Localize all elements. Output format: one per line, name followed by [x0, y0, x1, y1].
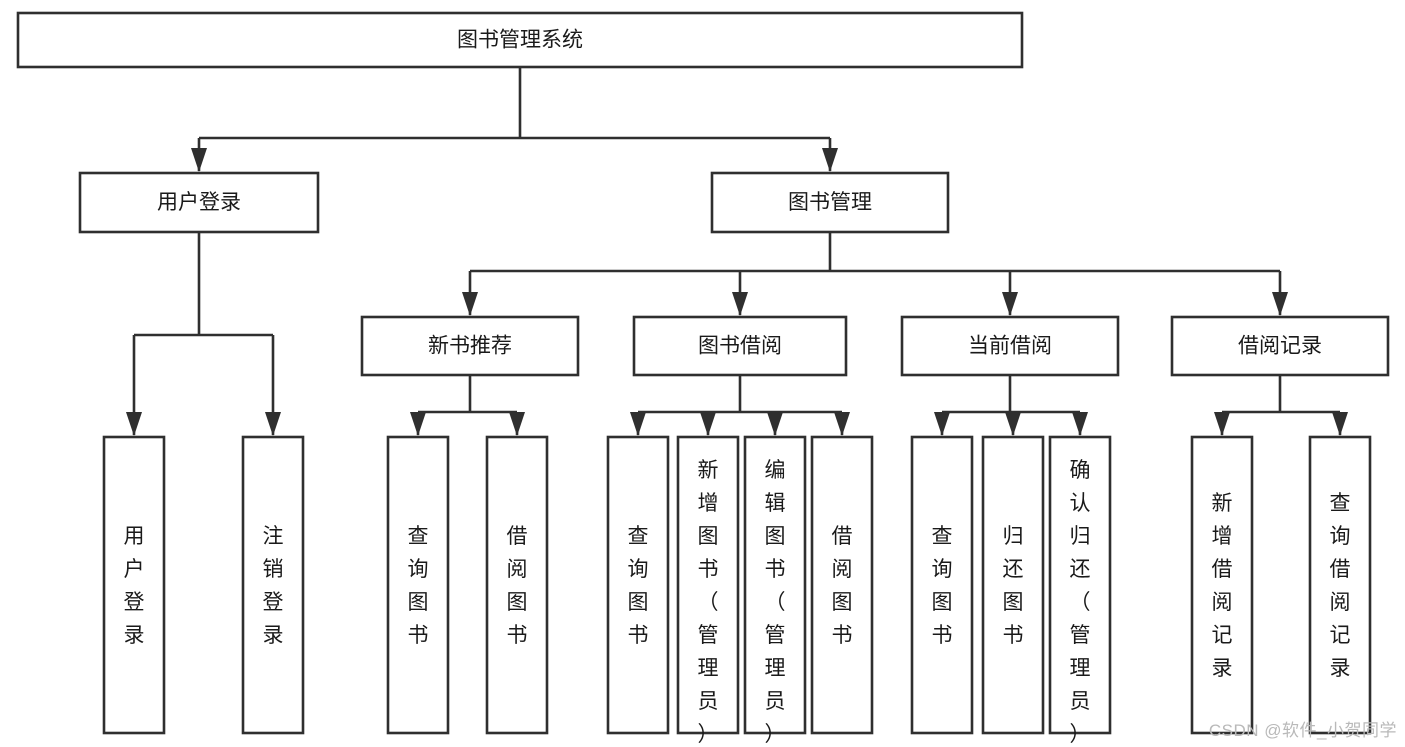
node-leaf-confirm-return[interactable]: 确认归还（管理员）	[1048, 435, 1112, 746]
node-leaf-add-borrow-record[interactable]: 新增借阅记录	[1190, 435, 1254, 735]
node-box-leaf-user-logout	[241, 435, 305, 735]
node-label-new-book-recommend: 新书推荐	[428, 335, 512, 358]
node-label-leaf-edit-book: 编辑图书（管理员）	[765, 459, 786, 746]
node-root[interactable]: 图书管理系统	[16, 11, 1024, 69]
node-label-leaf-query-borrow-record: 查询借阅记录	[1330, 492, 1351, 680]
node-box-user-login	[78, 171, 320, 234]
node-box-leaf-borrow-book-1	[485, 435, 549, 735]
node-box-leaf-query-book-1	[386, 435, 450, 735]
node-box-root	[16, 11, 1024, 69]
node-box-book-manage	[710, 171, 950, 234]
node-box-leaf-query-book-3	[910, 435, 974, 735]
node-box-leaf-query-book-2	[606, 435, 670, 735]
watermark-text: CSDN @软件_小贺同学	[1208, 721, 1397, 740]
arrowhead-icon-leaf-user-logout	[265, 412, 281, 436]
node-label-leaf-query-book-2: 查询图书	[628, 525, 649, 647]
node-box-leaf-return-book	[981, 435, 1045, 735]
node-box-new-book-recommend	[360, 315, 580, 377]
arrowhead-icon-new-book-recommend	[462, 292, 478, 316]
node-label-leaf-add-book: 新增图书（管理员）	[698, 459, 719, 746]
node-box-borrow-record	[1170, 315, 1390, 377]
node-book-manage[interactable]: 图书管理	[710, 171, 950, 234]
node-label-leaf-user-logout: 注销登录	[263, 525, 284, 647]
arrowhead-icon-user-login	[191, 148, 207, 172]
node-user-login[interactable]: 用户登录	[78, 171, 320, 234]
node-borrow-record[interactable]: 借阅记录	[1170, 315, 1390, 377]
arrowhead-icon-leaf-confirm-return	[1072, 412, 1088, 436]
node-label-leaf-user-login: 用户登录	[124, 525, 145, 647]
arrowhead-icon-leaf-user-login	[126, 412, 142, 436]
node-label-current-borrow: 当前借阅	[968, 335, 1052, 358]
node-label-leaf-return-book: 归还图书	[1003, 525, 1024, 647]
arrowhead-icon-book-borrow	[732, 292, 748, 316]
arrowhead-icon-leaf-return-book	[1005, 412, 1021, 436]
node-box-leaf-confirm-return	[1048, 435, 1112, 735]
node-leaf-user-logout[interactable]: 注销登录	[241, 435, 305, 735]
node-box-leaf-add-book	[676, 435, 740, 735]
node-new-book-recommend[interactable]: 新书推荐	[360, 315, 580, 377]
node-leaf-borrow-book-2[interactable]: 借阅图书	[810, 435, 874, 735]
arrowhead-icon-leaf-add-borrow-record	[1214, 412, 1230, 436]
arrowhead-icon-leaf-borrow-book-1	[509, 412, 525, 436]
node-label-leaf-confirm-return: 确认归还（管理员）	[1070, 459, 1091, 746]
arrowhead-icon-leaf-query-book-1	[410, 412, 426, 436]
arrowhead-icon-leaf-query-book-3	[934, 412, 950, 436]
nodes-layer: 图书管理系统用户登录图书管理新书推荐图书借阅当前借阅借阅记录用户登录注销登录查询…	[16, 11, 1390, 746]
node-box-leaf-add-borrow-record	[1190, 435, 1254, 735]
arrowhead-icon-leaf-query-borrow-record	[1332, 412, 1348, 436]
node-leaf-query-book-2[interactable]: 查询图书	[606, 435, 670, 735]
node-label-book-borrow: 图书借阅	[698, 335, 782, 358]
node-box-leaf-user-login	[102, 435, 166, 735]
node-label-leaf-add-borrow-record: 新增借阅记录	[1212, 492, 1233, 680]
node-leaf-borrow-book-1[interactable]: 借阅图书	[485, 435, 549, 735]
node-label-root: 图书管理系统	[457, 29, 583, 52]
edges-layer	[126, 67, 1348, 436]
node-leaf-user-login[interactable]: 用户登录	[102, 435, 166, 735]
node-label-leaf-borrow-book-2: 借阅图书	[832, 525, 853, 647]
node-label-book-manage: 图书管理	[788, 191, 872, 214]
arrowhead-icon-leaf-borrow-book-2	[834, 412, 850, 436]
arrowhead-icon-leaf-add-book	[700, 412, 716, 436]
node-leaf-query-borrow-record[interactable]: 查询借阅记录	[1308, 435, 1372, 735]
node-box-leaf-edit-book	[743, 435, 807, 735]
node-leaf-return-book[interactable]: 归还图书	[981, 435, 1045, 735]
arrowhead-icon-leaf-edit-book	[767, 412, 783, 436]
arrowhead-icon-current-borrow	[1002, 292, 1018, 316]
arrowhead-icon-book-manage	[822, 148, 838, 172]
node-label-leaf-query-book-1: 查询图书	[408, 525, 429, 647]
node-label-leaf-query-book-3: 查询图书	[932, 525, 953, 647]
node-leaf-edit-book[interactable]: 编辑图书（管理员）	[743, 435, 807, 746]
node-box-current-borrow	[900, 315, 1120, 377]
node-box-leaf-query-borrow-record	[1308, 435, 1372, 735]
node-box-leaf-borrow-book-2	[810, 435, 874, 735]
node-label-user-login: 用户登录	[157, 191, 241, 214]
node-leaf-add-book[interactable]: 新增图书（管理员）	[676, 435, 740, 746]
arrowhead-icon-borrow-record	[1272, 292, 1288, 316]
node-label-borrow-record: 借阅记录	[1238, 335, 1322, 358]
node-current-borrow[interactable]: 当前借阅	[900, 315, 1120, 377]
arrowhead-icon-leaf-query-book-2	[630, 412, 646, 436]
node-book-borrow[interactable]: 图书借阅	[632, 315, 848, 377]
node-label-leaf-borrow-book-1: 借阅图书	[507, 525, 528, 647]
node-leaf-query-book-1[interactable]: 查询图书	[386, 435, 450, 735]
node-box-book-borrow	[632, 315, 848, 377]
node-leaf-query-book-3[interactable]: 查询图书	[910, 435, 974, 735]
